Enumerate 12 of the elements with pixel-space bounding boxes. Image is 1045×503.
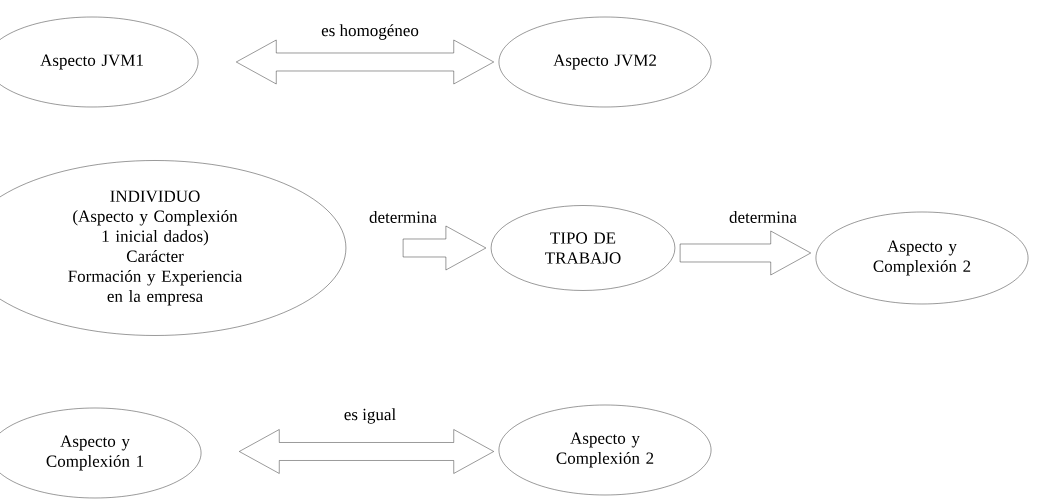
edge-label: es homogéneo — [321, 24, 419, 40]
edge-label: determina — [729, 211, 797, 223]
ellipse-node: Aspecto y Complexión 2 — [815, 211, 1029, 305]
edge-label: es igual — [344, 408, 396, 424]
block-arrow — [236, 39, 494, 85]
ellipse-node: Aspecto y Complexión 2 — [498, 404, 712, 496]
ellipse-node: Aspecto JVM2 — [498, 16, 712, 108]
block-arrow — [402, 225, 487, 271]
block-arrow — [239, 429, 494, 474]
block-arrow — [679, 230, 811, 276]
edge-label: determina — [369, 211, 437, 223]
ellipse-node: TIPO DE TRABAJO — [490, 205, 676, 291]
